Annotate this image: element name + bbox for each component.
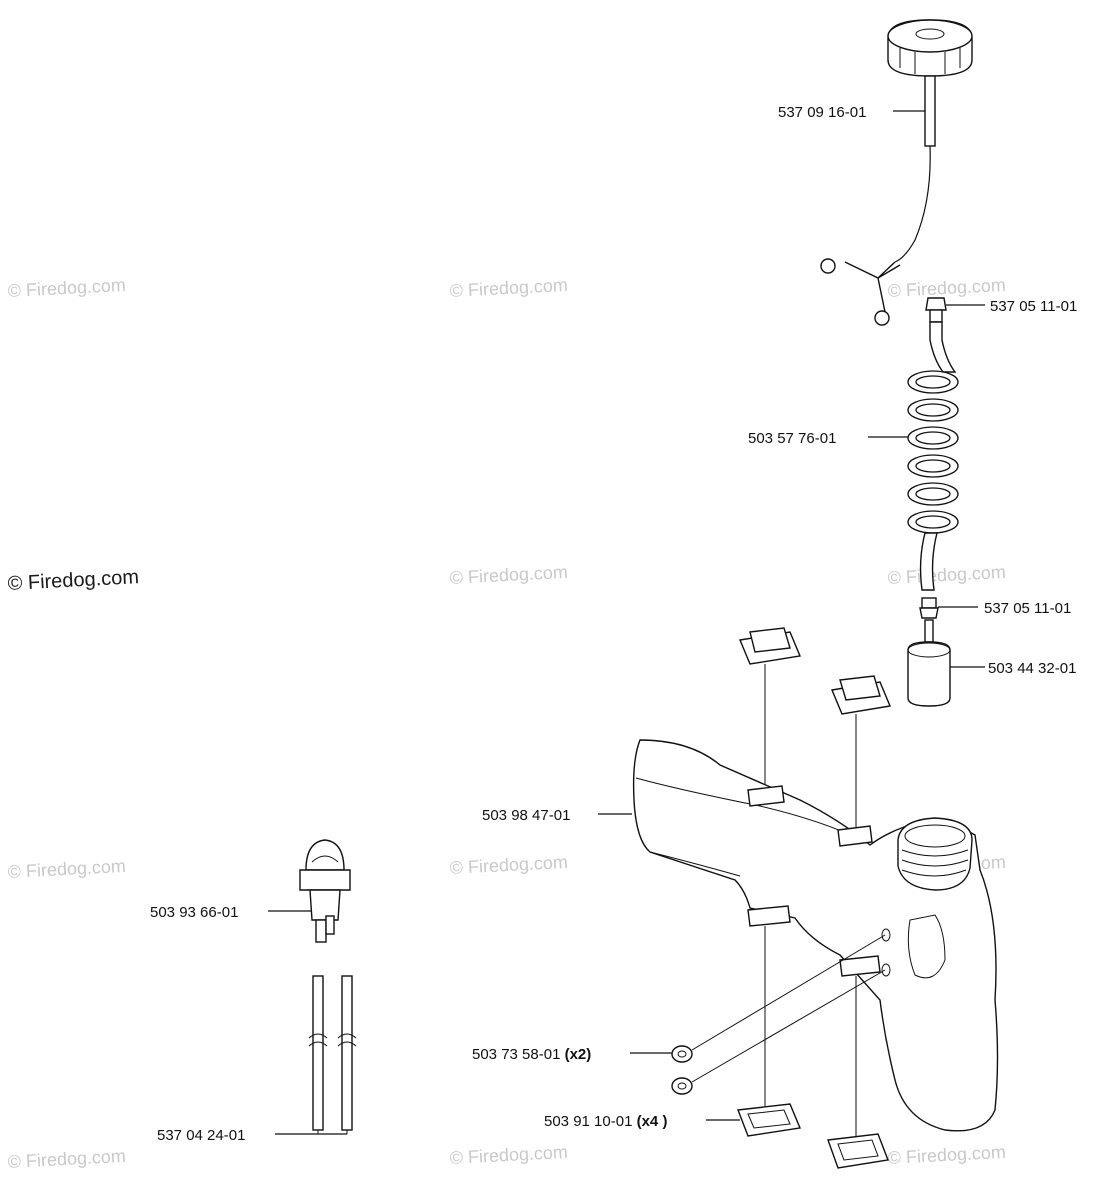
primer-bulb-icon — [299, 839, 351, 943]
part-label-fuel-filter: 503 44 32-01 — [988, 660, 1076, 677]
part-label-hose-connector-bottom: 537 05 11-01 — [984, 600, 1071, 617]
rubber-mount-icon — [831, 675, 891, 830]
fuel-lines-icon — [308, 975, 357, 1134]
part-label-rubber-mount: 503 91 10-01 (x4 ) — [544, 1113, 667, 1130]
watermark: © Firedog.com — [449, 275, 568, 301]
watermark: © Firedog.com — [7, 1146, 126, 1172]
coiled-hose-icon — [907, 321, 959, 591]
part-label-hose-connector-top: 537 05 11-01 — [990, 298, 1077, 315]
fuel-tank-icon — [632, 739, 999, 1132]
watermark: © Firedog.com — [887, 1142, 1006, 1168]
part-label-fuel-cap: 537 09 16-01 — [778, 104, 866, 121]
fuel-filter-icon — [907, 619, 951, 707]
watermark: © Firedog.com — [449, 852, 568, 878]
part-label-grommet: 503 73 58-01 (x2) — [472, 1046, 591, 1063]
watermark: © Firedog.com — [7, 856, 126, 882]
watermark: © Firedog.com — [449, 1142, 568, 1168]
rubber-mount-icon — [739, 627, 801, 790]
fuel-cap-icon — [820, 19, 973, 326]
part-label-coiled-hose: 503 57 76-01 — [748, 430, 836, 447]
rubber-mount-icon — [827, 976, 889, 1169]
watermark: © Firedog.com — [887, 562, 1006, 588]
part-label-fuel-lines: 537 04 24-01 — [157, 1127, 245, 1144]
grommet-icon — [671, 969, 886, 1095]
part-label-fuel-tank: 503 98 47-01 — [482, 807, 570, 824]
part-label-primer-bulb: 503 93 66-01 — [150, 904, 238, 921]
watermark: © Firedog.com — [7, 275, 126, 301]
hose-connector-icon — [925, 297, 947, 323]
watermark: © Firedog.com — [449, 562, 568, 588]
rubber-mount-icon — [737, 926, 801, 1137]
watermark: © Firedog.com — [7, 566, 139, 595]
grommet-icon — [671, 934, 886, 1063]
watermark: © Firedog.com — [887, 275, 1006, 301]
hose-connector-icon — [919, 597, 939, 619]
